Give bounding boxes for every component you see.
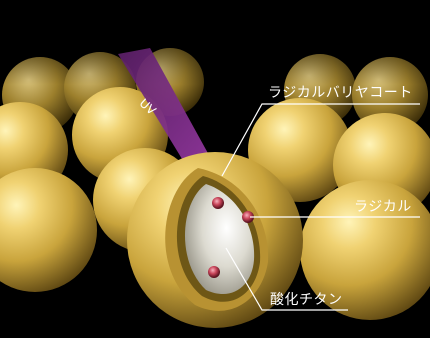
coat-leader-line: [221, 103, 420, 177]
titanium-label: 酸化チタン: [270, 292, 343, 308]
uv-beam: [118, 48, 215, 172]
titanium-leader-line: [225, 247, 348, 311]
coat-label: ラジカルバリヤコート: [268, 85, 413, 101]
radical-dot: [212, 197, 224, 209]
radical-dot: [242, 211, 254, 223]
radical-label: ラジカル: [354, 199, 412, 215]
radical-dot: [208, 266, 220, 278]
leader-lines: [221, 103, 420, 311]
